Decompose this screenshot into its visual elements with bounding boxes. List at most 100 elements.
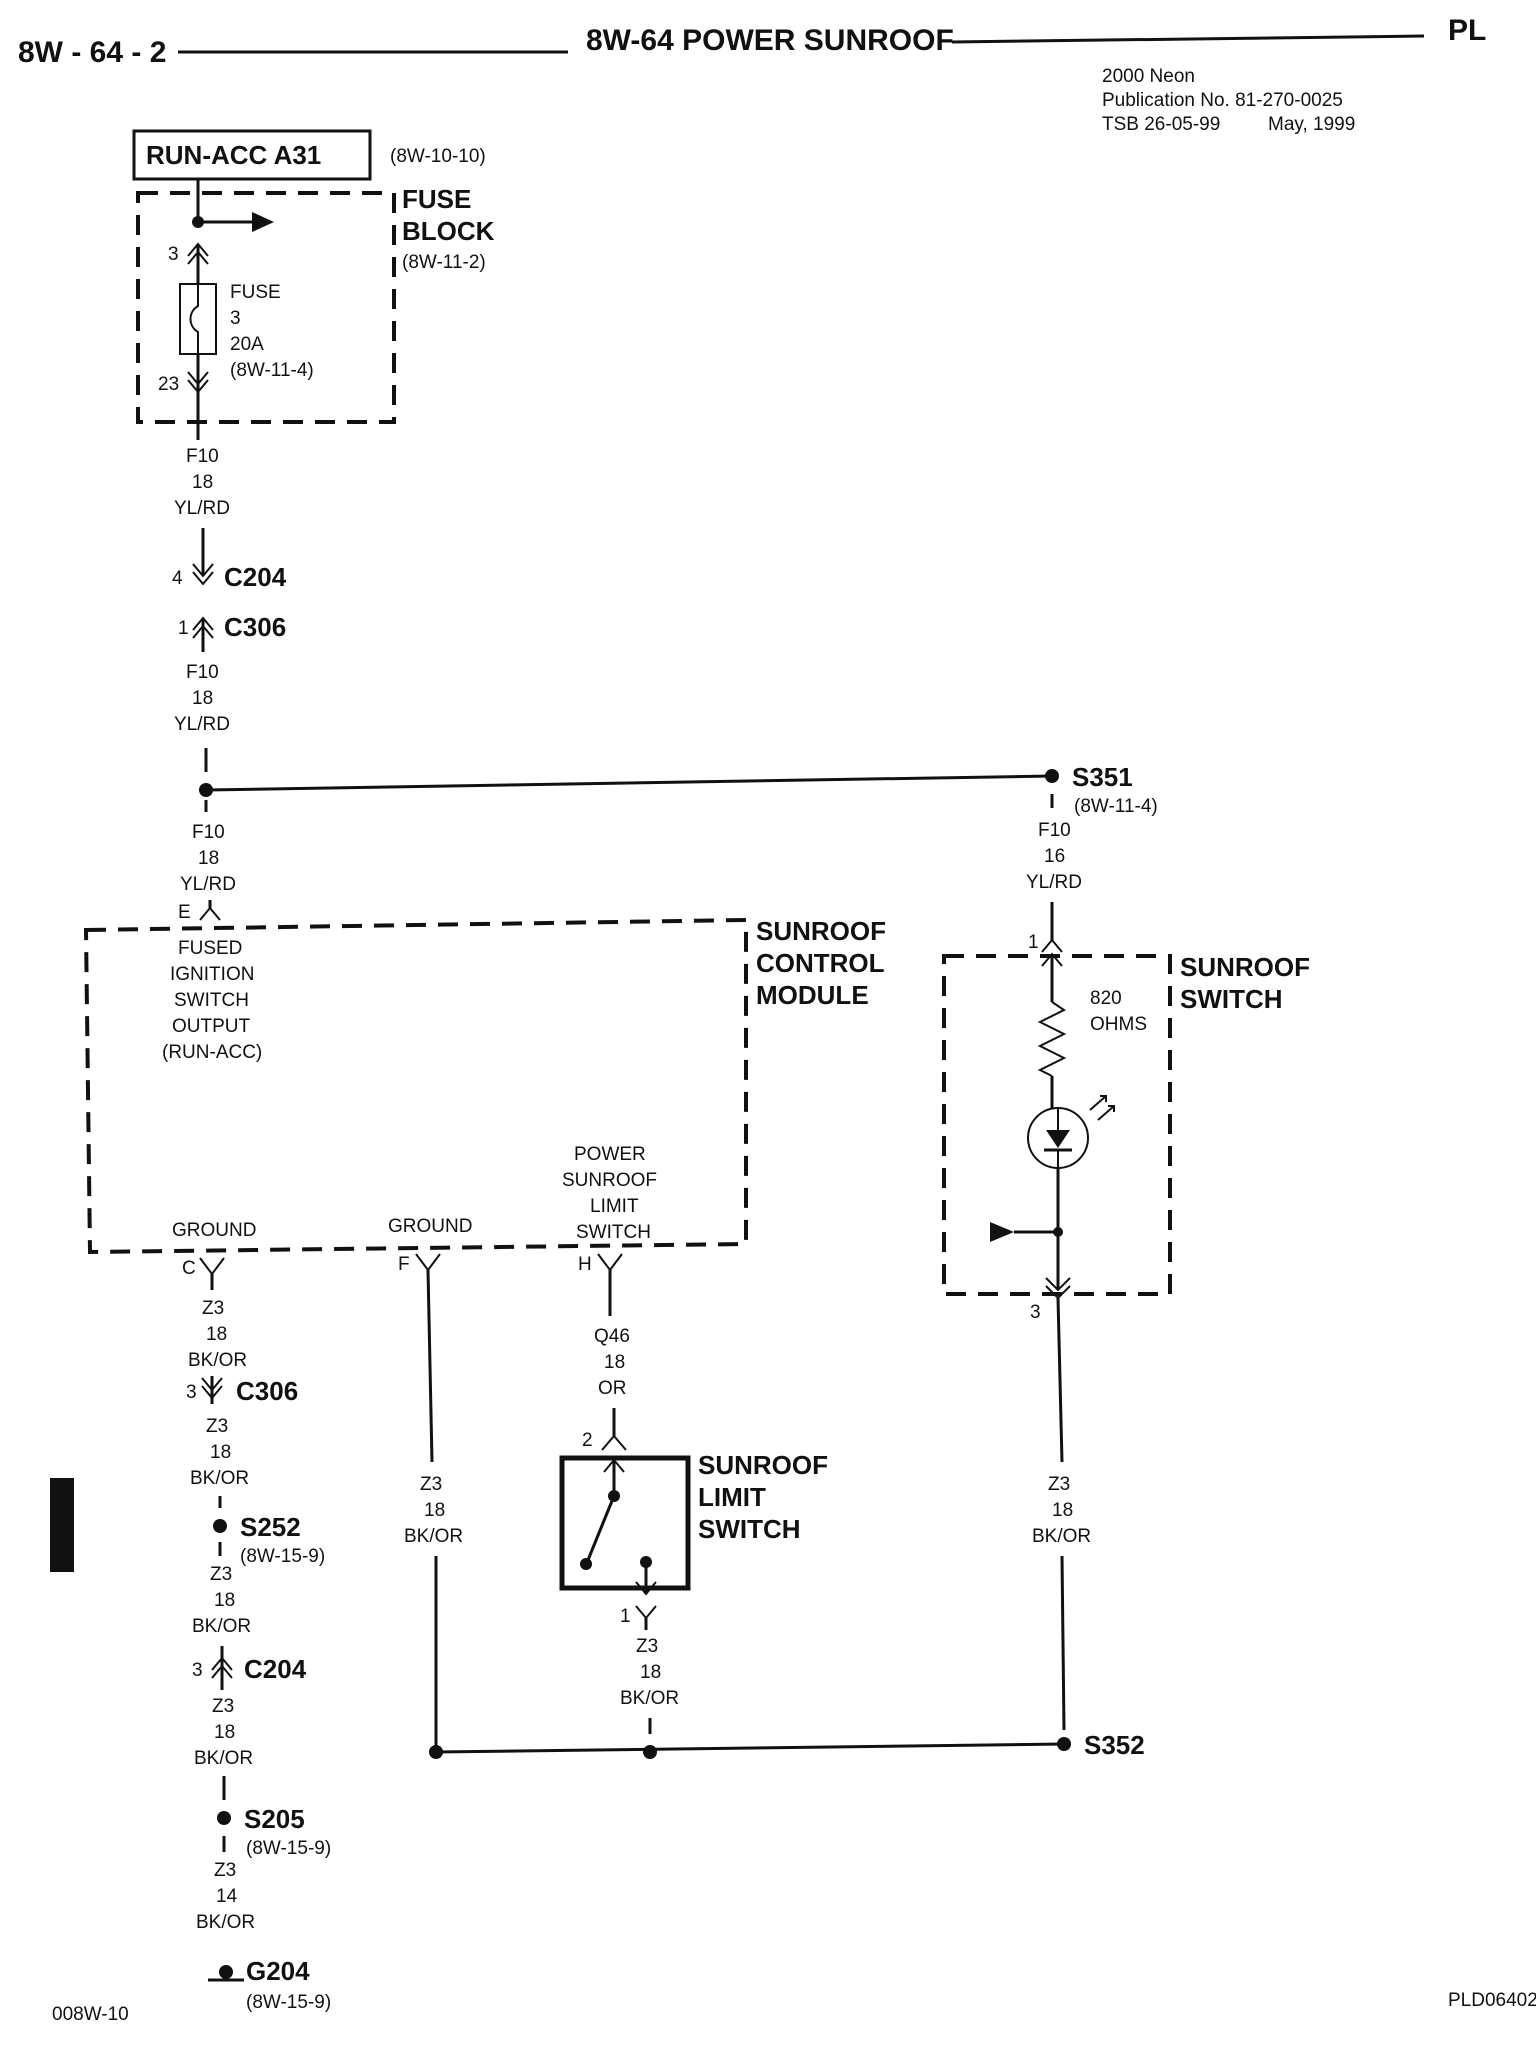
- ground-wire5-gauge: 14: [216, 1886, 238, 1907]
- splice-dot: [1057, 1737, 1071, 1751]
- wire-limit-switch-gauge: 18: [640, 1662, 661, 1683]
- ground-wire2-color: BK/OR: [190, 1468, 249, 1489]
- c204-bottom-name: C204: [244, 1654, 307, 1684]
- power-source: RUN-ACC A31 (8W-10-10): [132, 129, 486, 181]
- connector-c306-bottom: 3 C306: [186, 1376, 298, 1406]
- ground-wire2-circuit: Z3: [206, 1416, 228, 1437]
- resistor-symbol: [1037, 1001, 1067, 1077]
- s352-name: S352: [1084, 1730, 1145, 1760]
- limit-switch-title-1: SUNROOF: [698, 1450, 828, 1480]
- s351-name: S351: [1072, 762, 1133, 792]
- splice-s252: S252 (8W-15-9): [213, 1512, 325, 1567]
- module-pin-c-label: GROUND: [172, 1220, 256, 1241]
- module-title-2: CONTROL: [756, 948, 885, 978]
- junction-dot: [643, 1745, 657, 1759]
- footer-right-code: PLD06402: [1448, 1990, 1536, 2011]
- s252-name: S252: [240, 1512, 301, 1542]
- wire-pin-f-circuit: Z3: [420, 1474, 442, 1495]
- light-emission-icon: [1089, 1095, 1115, 1121]
- module-pin-e: E: [178, 902, 191, 923]
- c306-top-name: C306: [224, 612, 286, 642]
- connector-terminal-icon: [415, 1253, 441, 1272]
- sunroof-switch-pin-top: 1: [1028, 932, 1039, 953]
- module-pin-h-label-1: POWER: [574, 1144, 646, 1165]
- wire-pin-f-color: BK/OR: [404, 1526, 463, 1547]
- ground-wire3-circuit: Z3: [210, 1564, 232, 1585]
- wire-f10-c-gauge: 18: [198, 848, 219, 869]
- limit-switch-title-2: LIMIT: [698, 1482, 766, 1512]
- c306-bottom-name: C306: [236, 1376, 298, 1406]
- module-input-2: IGNITION: [170, 964, 254, 985]
- splice-s351: S351 (8W-11-4): [1045, 762, 1158, 817]
- resistor-value: 820: [1090, 988, 1122, 1009]
- fuse-rating: 20A: [230, 334, 264, 355]
- connector-terminal-icon: [597, 1253, 623, 1272]
- model-label: 2000 Neon: [1102, 66, 1195, 87]
- module-pin-h: H: [578, 1254, 592, 1275]
- wire-f10-a-gauge: 18: [192, 472, 213, 493]
- splice-dot: [1045, 769, 1059, 783]
- module-input-3: SWITCH: [174, 990, 249, 1011]
- wire-q46-color: OR: [598, 1378, 627, 1399]
- connector-terminal-icon: [635, 1605, 657, 1620]
- tsb-label: TSB 26-05-99: [1102, 114, 1220, 135]
- wire-q46-circuit: Q46: [594, 1326, 630, 1347]
- fuse-block-title-2: BLOCK: [402, 216, 495, 246]
- page-header: 8W - 64 - 2 8W-64 POWER SUNROOF PL 2000 …: [18, 14, 1486, 135]
- wire-f10-a-color: YL/RD: [174, 498, 230, 519]
- c204-bottom-pin: 3: [192, 1660, 203, 1681]
- ground-wire4-circuit: Z3: [212, 1696, 234, 1717]
- sunroof-switch-title-1: SUNROOF: [1180, 952, 1310, 982]
- connector-terminal-icon: [1041, 938, 1063, 953]
- module-input-4: OUTPUT: [172, 1016, 251, 1037]
- wire-f10-b-gauge: 18: [192, 688, 213, 709]
- continuation-arrow-icon: [252, 212, 274, 232]
- wire-f10-c-circuit: F10: [192, 822, 225, 843]
- connector-terminal-icon: [635, 1581, 657, 1596]
- s351-ref: (8W-11-4): [1074, 796, 1158, 817]
- resistor-unit: OHMS: [1090, 1014, 1147, 1035]
- illumination-input-arrow-icon: [990, 1222, 1014, 1242]
- control-module-outline: [83, 917, 748, 1255]
- wire-sunroof-switch-circuit: Z3: [1048, 1474, 1070, 1495]
- section-title: 8W-64 POWER SUNROOF: [586, 24, 954, 57]
- ground-wire3-gauge: 18: [214, 1590, 235, 1611]
- body-code: PL: [1448, 14, 1486, 47]
- fuse-pin-out: 23: [158, 374, 179, 395]
- s252-ref: (8W-15-9): [240, 1546, 325, 1567]
- sunroof-switch-pin-bottom: 3: [1030, 1302, 1041, 1323]
- ground-wire1-gauge: 18: [206, 1324, 227, 1345]
- module-pin-h-label-4: SWITCH: [576, 1222, 651, 1243]
- limit-switch-box: [559, 1455, 691, 1591]
- power-source-box: [132, 129, 372, 181]
- s205-name: S205: [244, 1804, 305, 1834]
- publication-label: Publication No. 81-270-0025: [1102, 90, 1343, 111]
- wire-f10-d-color: YL/RD: [1026, 872, 1082, 893]
- ground-wire4-gauge: 18: [214, 1722, 235, 1743]
- date-label: May, 1999: [1268, 114, 1355, 135]
- sunroof-switch-title-2: SWITCH: [1180, 984, 1283, 1014]
- limit-switch-pin-bottom: 1: [620, 1606, 631, 1627]
- wire-pin-f-gauge: 18: [424, 1500, 445, 1521]
- ground-g204: G204 (8W-15-9): [208, 1956, 331, 2013]
- ground-wire1-circuit: Z3: [202, 1298, 224, 1319]
- connector-terminal-icon: [192, 563, 214, 586]
- fuse-ref: (8W-11-4): [230, 360, 314, 381]
- ground-wire5-circuit: Z3: [214, 1860, 236, 1881]
- connector-terminal-icon: [601, 1434, 627, 1451]
- fuse-block: FUSE BLOCK (8W-11-2) 3 FUSE 3 20A (8W-11…: [136, 179, 495, 424]
- wire-f10-d-gauge: 16: [1044, 846, 1065, 867]
- c204-top-pin: 4: [172, 568, 183, 589]
- limit-switch-title-3: SWITCH: [698, 1514, 801, 1544]
- module-pin-c: C: [182, 1258, 196, 1279]
- sunroof-limit-switch: 2 SUNROOF LIMIT SWITCH 1: [559, 1430, 828, 1630]
- splice-dot: [213, 1519, 227, 1533]
- page-number: 8W - 64 - 2: [18, 36, 166, 69]
- sunroof-switch-outline: [942, 954, 1172, 1296]
- ground-wire2-gauge: 18: [210, 1442, 231, 1463]
- page-edge-tab: [50, 1478, 74, 1572]
- c204-top-name: C204: [224, 562, 287, 592]
- fuse-block-title-1: FUSE: [402, 184, 471, 214]
- module-pin-f: F: [398, 1254, 410, 1275]
